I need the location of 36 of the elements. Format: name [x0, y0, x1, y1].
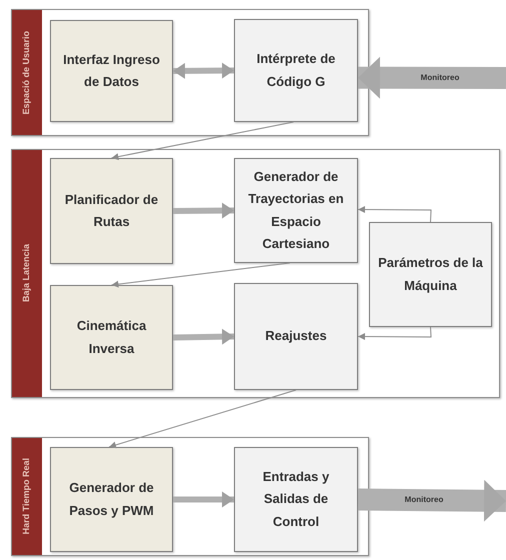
box-text: Cinemática Inversa — [76, 317, 148, 358]
arrow — [358, 326, 432, 340]
block-arrow — [172, 202, 234, 219]
block-arrow — [172, 62, 234, 79]
process-box — [234, 19, 358, 122]
box-text: Generador de Trayectorias en Espacio Cartesiano — [247, 168, 345, 253]
process-box — [369, 222, 492, 327]
layer-panel — [11, 149, 500, 398]
process-box — [234, 447, 358, 552]
process-box — [50, 285, 173, 390]
edge-label: Monitoreo — [404, 496, 444, 504]
block-arrow — [358, 480, 506, 522]
layer-label: Hard Tiempo Real — [12, 438, 42, 555]
process-box — [50, 447, 173, 552]
block-arrow — [172, 328, 234, 345]
box-text: Interfaz Ingreso de Datos — [62, 50, 161, 91]
arrow — [358, 206, 432, 222]
box-text: Parámetros de la Máquina — [378, 254, 483, 295]
layer-label: Baja Latencia — [12, 150, 42, 397]
layer-panel — [11, 437, 369, 556]
edge-label: Monitoreo — [420, 74, 460, 82]
box-text: Planificador de Rutas — [64, 190, 160, 231]
layer-label: Espació de Usuario — [12, 10, 42, 135]
layer-panel — [11, 9, 369, 136]
process-box — [50, 158, 173, 264]
box-text: Generador de Pasos y PWM — [68, 479, 155, 520]
process-box — [234, 283, 358, 390]
arrow — [111, 262, 290, 288]
box-text: Entradas y Salidas de Control — [262, 468, 330, 531]
process-box — [50, 20, 173, 122]
arrow — [108, 390, 296, 448]
box-text: Intérprete de Código G — [256, 50, 336, 91]
block-arrow — [173, 492, 234, 508]
process-box — [234, 158, 358, 263]
block-arrow — [358, 56, 506, 99]
box-text: Reajustes — [265, 327, 327, 346]
